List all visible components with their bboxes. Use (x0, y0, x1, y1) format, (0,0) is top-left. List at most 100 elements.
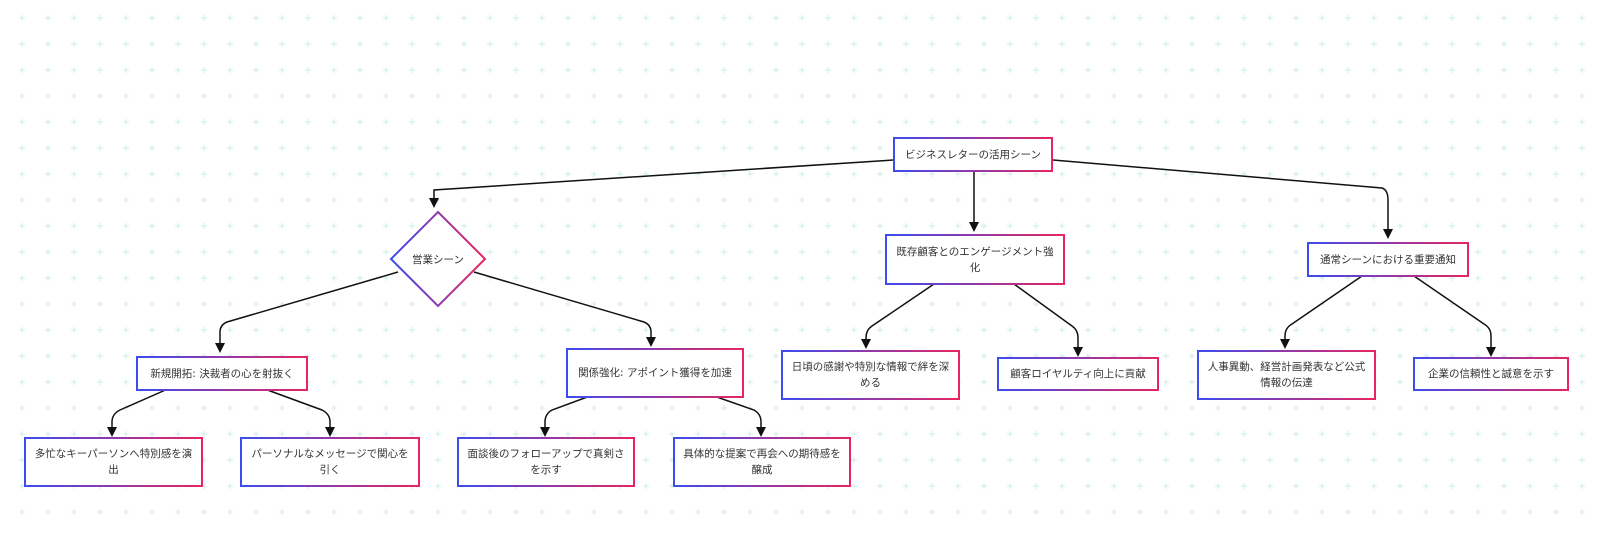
grid-plus (877, 327, 883, 333)
grid-plus (1501, 41, 1507, 47)
grid-plus (721, 15, 727, 21)
grid-plus (227, 171, 233, 177)
grid-plus (123, 41, 129, 47)
grid-plus (513, 171, 519, 177)
grid-plus (1449, 275, 1455, 281)
grid-plus (435, 457, 441, 463)
grid-plus (305, 327, 311, 333)
grid-plus (383, 93, 389, 99)
grid-plus (1397, 119, 1403, 125)
grid-plus (513, 145, 519, 151)
grid-plus (1371, 275, 1377, 281)
grid-plus (1293, 197, 1299, 203)
grid-plus (929, 509, 935, 515)
grid-plus (513, 509, 519, 515)
grid-plus (981, 171, 987, 177)
grid-plus (1345, 509, 1351, 515)
grid-plus (1111, 145, 1117, 151)
node-label: 人事異動、経営計画発表など公式情報の伝達 (1207, 361, 1366, 389)
node-label: パーソナルなメッセージで関心を引く (251, 448, 409, 476)
grid-plus (1319, 67, 1325, 73)
grid-plus (799, 41, 805, 47)
grid-plus (1397, 15, 1403, 21)
grid-plus (1449, 509, 1455, 515)
grid-plus (1397, 145, 1403, 151)
node-label: 多忙なキーパーソンへ特別感を演出 (34, 448, 193, 476)
grid-plus (747, 41, 753, 47)
grid-plus (1241, 431, 1247, 437)
grid-plus (175, 509, 181, 515)
grid-plus (1267, 223, 1273, 229)
grid-plus (1267, 171, 1273, 177)
grid-plus (1397, 353, 1403, 359)
grid-plus (1501, 431, 1507, 437)
grid-plus (981, 327, 987, 333)
grid-plus (747, 223, 753, 229)
grid-plus (565, 15, 571, 21)
grid-plus (1137, 67, 1143, 73)
grid-plus (747, 145, 753, 151)
grid-plus (253, 41, 259, 47)
grid-plus (461, 197, 467, 203)
grid-plus (981, 197, 987, 203)
grid-plus (19, 145, 25, 151)
grid-plus (1163, 249, 1169, 255)
grid-plus (1163, 119, 1169, 125)
grid-plus (253, 275, 259, 281)
grid-plus (643, 223, 649, 229)
grid-plus (409, 353, 415, 359)
grid-plus (201, 93, 207, 99)
grid-plus (1111, 483, 1117, 489)
grid-plus (1163, 483, 1169, 489)
grid-plus (1059, 457, 1065, 463)
grid-plus (1475, 249, 1481, 255)
grid-plus (1527, 145, 1533, 151)
grid-plus (1501, 301, 1507, 307)
grid-plus (1423, 171, 1429, 177)
grid-plus (1033, 431, 1039, 437)
grid-plus (825, 223, 831, 229)
grid-plus (279, 327, 285, 333)
grid-plus (409, 405, 415, 411)
grid-plus (1423, 197, 1429, 203)
grid-plus (253, 353, 259, 359)
grid-plus (591, 327, 597, 333)
grid-plus (1033, 457, 1039, 463)
grid-plus (1007, 405, 1013, 411)
grid-plus (1085, 509, 1091, 515)
grid-plus (955, 119, 961, 125)
grid-plus (383, 353, 389, 359)
grid-plus (539, 145, 545, 151)
grid-plus (565, 119, 571, 125)
grid-plus (643, 327, 649, 333)
grid-plus (617, 405, 623, 411)
grid-plus (955, 67, 961, 73)
grid-plus (45, 171, 51, 177)
grid-plus (331, 509, 337, 515)
grid-plus (591, 431, 597, 437)
grid-plus (71, 67, 77, 73)
grid-plus (799, 171, 805, 177)
grid-plus (1085, 353, 1091, 359)
grid-plus (149, 197, 155, 203)
grid-plus (1319, 327, 1325, 333)
grid-plus (539, 327, 545, 333)
grid-plus (1137, 301, 1143, 307)
grid-plus (97, 171, 103, 177)
grid-plus (1137, 431, 1143, 437)
grid-plus (1319, 171, 1325, 177)
grid-plus (695, 327, 701, 333)
grid-plus (1189, 15, 1195, 21)
grid-plus (1059, 145, 1065, 151)
grid-plus (175, 119, 181, 125)
grid-plus (1579, 405, 1585, 411)
grid-plus (1059, 223, 1065, 229)
grid-plus (799, 223, 805, 229)
grid-plus (981, 41, 987, 47)
grid-plus (1215, 223, 1221, 229)
grid-plus (279, 223, 285, 229)
grid-plus (19, 509, 25, 515)
grid-plus (1527, 483, 1533, 489)
grid-plus (955, 197, 961, 203)
grid-plus (1241, 249, 1247, 255)
